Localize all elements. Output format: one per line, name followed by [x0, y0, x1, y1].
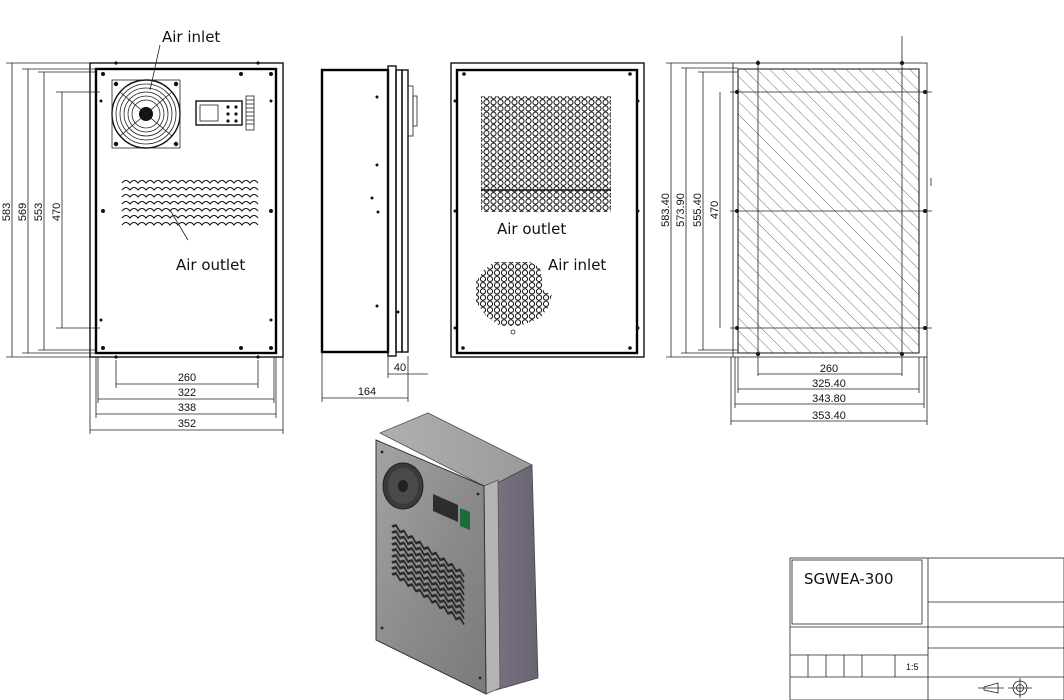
- back-air-outlet-label: Air outlet: [497, 220, 566, 238]
- mount-dim-260: 260: [820, 363, 838, 375]
- back-view: Air outlet Air inlet: [450, 62, 645, 358]
- iso-louver-slat: [391, 535, 465, 589]
- louver-slat: [121, 214, 259, 219]
- front-dim-569: 569: [17, 203, 29, 221]
- louver-slat: [121, 186, 259, 191]
- inlet-honeycomb-grille: [476, 262, 552, 326]
- mount-dim-583-40: 583.40: [660, 193, 672, 227]
- mount-dim-343-80: 343.80: [812, 393, 846, 405]
- fan-icon: [111, 79, 181, 149]
- front-dim-260: 260: [178, 372, 196, 384]
- iso-louver-slat: [391, 553, 465, 607]
- front-dim-583: 583: [1, 203, 13, 221]
- iso-louver-slat: [391, 547, 465, 601]
- side-dim-40: 40: [394, 362, 406, 374]
- front-dim-352: 352: [178, 418, 196, 430]
- mount-dim-555-40: 555.40: [692, 193, 704, 227]
- iso-louver-slat: [391, 523, 465, 577]
- model-name: SGWEA-300: [804, 570, 893, 588]
- iso-louver-slat: [391, 565, 465, 619]
- louver-slat: [121, 179, 259, 184]
- mounting-view: 583.40 573.90 555.40 470 260 325.40 343.…: [660, 36, 932, 425]
- louver-slat: [121, 207, 259, 212]
- isometric-render: [375, 412, 539, 695]
- controller-display: [195, 95, 255, 131]
- mount-dim-470: 470: [709, 201, 721, 219]
- projection-symbol-icon: [978, 678, 1032, 698]
- iso-louver-slat: [391, 529, 465, 583]
- louver-grille: [121, 179, 259, 226]
- louver-slat: [121, 200, 259, 205]
- front-dim-553: 553: [33, 203, 45, 221]
- front-air-inlet-label: Air inlet: [162, 28, 220, 46]
- iso-louver-slat: [391, 541, 465, 595]
- front-view: Air inlet Air outlet 583 569 553 470 260…: [1, 28, 284, 434]
- louver-slat: [121, 193, 259, 198]
- front-dim-470: 470: [51, 203, 63, 221]
- title-block: SGWEA-300 1:5: [789, 557, 1064, 700]
- iso-louver-slat: [391, 559, 465, 613]
- front-dim-338: 338: [178, 402, 196, 414]
- front-dim-322: 322: [178, 387, 196, 399]
- mount-dim-325-40: 325.40: [812, 378, 846, 390]
- outlet-honeycomb-grille: [481, 96, 611, 212]
- mount-dim-353-40: 353.40: [812, 410, 846, 422]
- side-view: 40 164: [320, 65, 428, 402]
- louver-slat: [121, 221, 259, 226]
- back-air-inlet-label: Air inlet: [548, 256, 606, 274]
- scale-label: 1:5: [906, 662, 919, 672]
- front-air-outlet-label: Air outlet: [176, 256, 245, 274]
- side-dim-164: 164: [358, 386, 376, 398]
- mount-dim-573-90: 573.90: [675, 193, 687, 227]
- iso-louver-slat: [391, 571, 465, 625]
